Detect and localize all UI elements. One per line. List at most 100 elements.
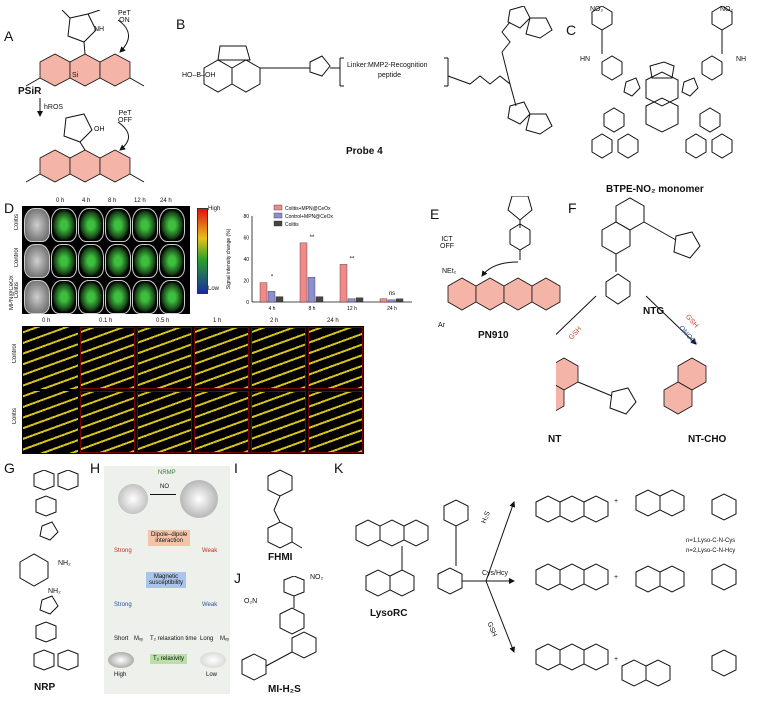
d-fluor-cell [132,244,158,278]
d-legend-high: High [208,206,221,212]
relax-label: T₂ relaxation time [150,636,197,642]
d-chart-bar [275,296,284,303]
d-chart-bar [307,277,316,303]
psir-name: PSiR [18,86,42,97]
panel-letter-f: F [568,200,577,216]
d-top-time-1: 4 h [82,198,91,204]
lysorc-name: LysoRC [370,608,408,619]
mi-h2s-structure [241,576,317,681]
d-bone-cell [194,391,249,453]
btpe-no2-left: NO₂ [590,6,604,13]
d-fluor-cell [105,208,131,242]
d-chart-bar [299,242,308,303]
dipole-label: Dipole–dipole interaction [148,530,191,546]
pn910-net2-label: NEt₂ [442,268,457,275]
pet-off-label: PeT OFF [118,110,132,124]
nrp-name: NRP [34,682,56,693]
plus-3: + [614,656,619,663]
high-label: High [114,672,127,678]
pn910-structure [447,196,561,311]
d-bottom-time-0: 0 h [42,318,51,324]
d-bottom-time-4: 2 h [270,318,279,324]
plus-1: + [614,498,619,505]
pn910-name: PN910 [478,330,509,341]
d-chart-bar [259,282,268,303]
probe4-peptide-label: peptide [378,72,401,79]
d-top-time-4: 24 h [160,198,172,204]
d-chart-legend-label: Colitis+MPN@CeOx [285,206,331,212]
d-chart-bar [339,264,348,303]
d-bottom-time-3: 1 h [213,318,222,324]
d-chart-annotation: ** [310,235,315,241]
panel-letter-h: H [90,460,101,476]
psir-nh-label: NH [94,26,105,33]
fhmi-name: FHMI [268,552,293,563]
cys-label: Cys/Hcy [482,570,509,577]
n1-label: n=1,Lyso-C-N-Cys [686,538,736,544]
d-chart-ylabel: Signal intensity change (%) [226,228,232,289]
d-row-label-0: Colitis [14,214,20,231]
d-chart-bar [267,291,276,303]
panel-letter-e: E [430,206,440,222]
ntg-name: NTG [643,306,665,317]
d-chart-bar [379,298,388,303]
d-chart-annotation: ** [350,256,355,262]
d-chart-annotation: ns [389,291,395,297]
strong-label: Strong [114,548,132,554]
d-fluor-cell [51,280,77,314]
panel-letter-a: A [4,28,14,44]
d-chart-annotation: * [271,275,274,281]
d-chart-xtick: 12 h [347,306,357,312]
d-legend-low: Low [208,286,220,292]
d-bottom-time-1: 0.1 h [99,318,113,324]
d-bone-cell [137,327,192,389]
nrmp-particle-small [118,484,148,514]
nt-name: NT [548,434,562,445]
d-chart-xtick: 24 h [387,306,397,312]
d-fluor-cell [78,244,104,278]
d-fluor-cell [24,280,50,314]
psir-si-label: Si [72,72,79,79]
nrp-nh2-a: NH₂ [58,560,71,567]
d-row-label-1: Control [14,248,20,268]
d-bottom-row-colitis: Colitis [12,408,18,425]
d-chart-legend-swatch [273,212,283,219]
d-fluor-cell [105,280,131,314]
d-chart-xtick: 4 h [269,306,276,312]
panel-letter-d: D [4,200,15,216]
panel-letter-j: J [234,570,241,586]
d-bone-cell [23,391,78,453]
probe4-name: Probe 4 [346,146,383,157]
d-chart-legend-swatch [273,220,283,227]
mi-no2-label: NO₂ [310,574,324,581]
d-fluorescence-grid [22,206,190,314]
d-fluor-cell [78,208,104,242]
hros-label: hROS [44,104,64,111]
weak-label: Weak [202,548,218,554]
d-chart-ytick: 60 [243,236,249,242]
d-fluor-cell [132,208,158,242]
d-fluor-cell [132,280,158,314]
d-fluor-cell [78,280,104,314]
d-chart-bar [387,299,396,303]
mi-o2n-label: O₂N [244,598,258,605]
panel-letter-k: K [334,460,344,476]
panel-letter-b: B [176,16,186,32]
low-label: Low [206,672,218,678]
long-label: Long [200,636,214,642]
n2-label: n=2,Lyso-C-N-Hcy [686,548,736,554]
d-bone-cell [308,327,363,389]
lysorc-scheme [355,489,737,687]
d-top-time-0: 0 h [56,198,65,204]
d-chart-legend-label: Colitis [285,222,299,228]
d-chart-ytick: 20 [243,279,249,285]
d-chart-legend-swatch [273,204,283,211]
d-bone-cell [251,327,306,389]
d-fluor-cell [159,244,185,278]
nrp-nh2-b: NH₂ [48,588,61,595]
d-chart-bar [347,298,356,303]
d-top-time-3: 12 h [134,198,146,204]
nrp-structure [19,470,79,671]
panel-letter-g: G [4,460,15,476]
